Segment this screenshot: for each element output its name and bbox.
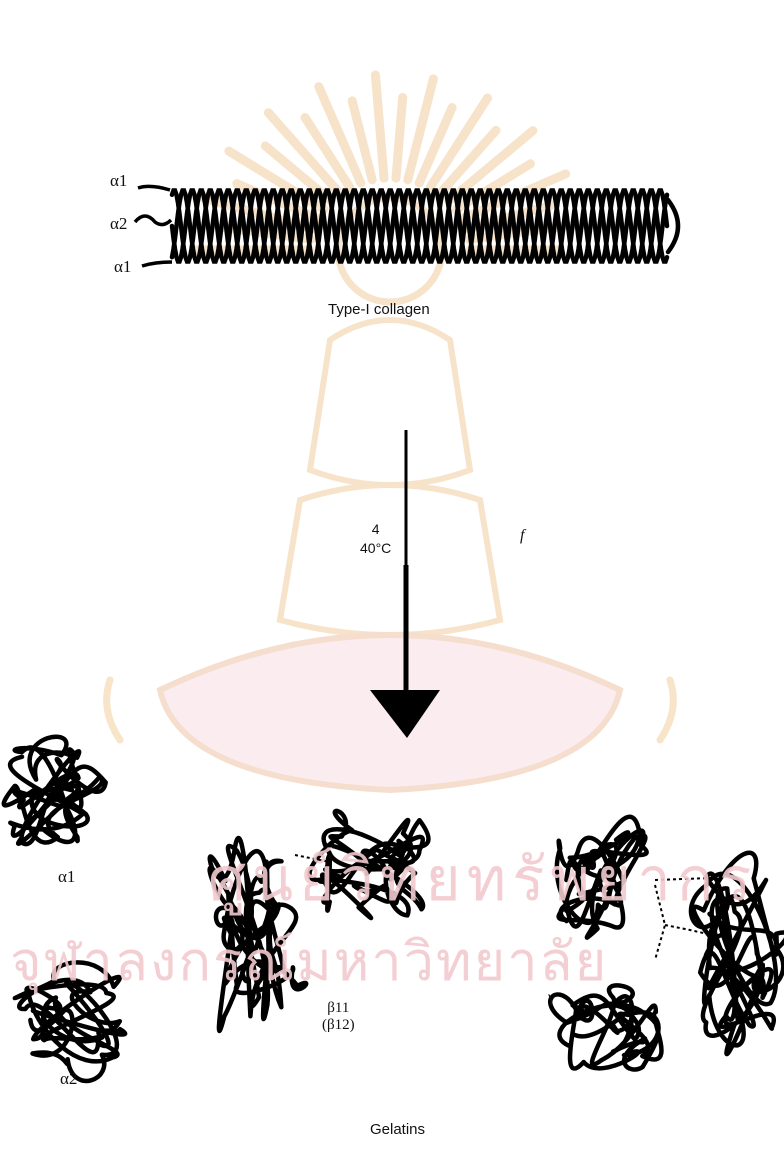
chula-phra-kiao-emblem-icon: [107, 75, 674, 790]
type-i-collagen-caption: Type-I collagen: [328, 302, 430, 317]
emblem-ray: [375, 75, 384, 178]
denaturation-condition: 4 40°C: [360, 520, 391, 558]
chain-label-alpha2: α2: [110, 215, 127, 232]
collagen-triple-helix: [172, 191, 678, 262]
chain-label-alpha1-top: α1: [110, 172, 127, 189]
gamma-chain-label: γ: [548, 990, 555, 1006]
chain-leads: [135, 186, 172, 266]
emblem-ray: [396, 97, 403, 178]
helix-end-cap: [668, 200, 678, 252]
gelatins-caption: Gelatins: [370, 1122, 425, 1137]
beta-label-line1: β11: [322, 1000, 355, 1017]
condition-line2: 40°C: [360, 539, 391, 558]
beta-chain-label: β11 (β12): [322, 1000, 355, 1035]
beta-label-line2: (β12): [322, 1017, 355, 1034]
chain-label-alpha1-bottom: α1: [114, 258, 131, 275]
down-arrow-icon: [370, 430, 440, 738]
side-mark: f: [520, 528, 524, 544]
alpha1-coil: [4, 737, 106, 844]
alpha2-chain-label: α2: [60, 1070, 77, 1087]
watermark-text-line1: ศูนย์วิทยทรัพยากร: [208, 832, 757, 927]
watermark-text-line2: จุฬาลงกรณ์มหาวิทยาลัย: [10, 918, 608, 1004]
condition-line1: 4: [360, 520, 391, 539]
alpha1-chain-label: α1: [58, 868, 75, 885]
